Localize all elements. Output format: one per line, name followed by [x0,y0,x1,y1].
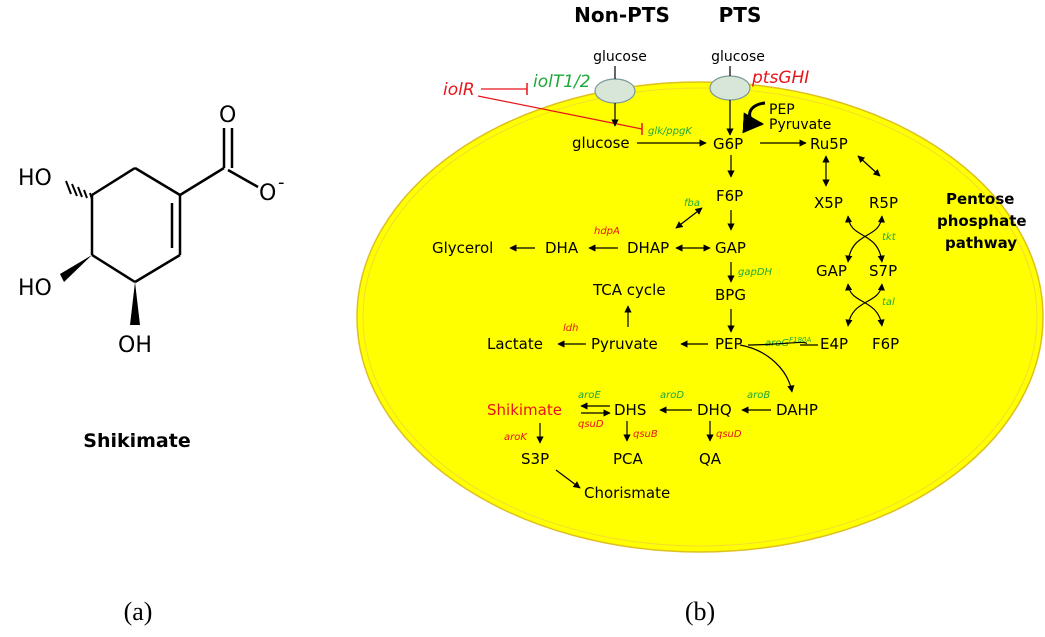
enz-tal: tal [882,297,895,308]
enz-aroD: aroD [660,390,684,401]
pts-pep: PEP [769,102,795,118]
met-gap2: GAP [816,262,847,280]
ptsGHI-label: ptsGHI [751,68,809,88]
cell-body [356,81,1044,553]
glucose-outside-1: glucose [593,49,647,65]
cell-inner-rim [362,87,1038,547]
met-bpg: BPG [715,286,746,304]
enz-fba: fba [684,198,700,209]
met-shikimate: Shikimate [487,401,562,419]
enz-tkt: tkt [882,232,897,243]
met-dhq: DHQ [697,401,732,419]
iolT-label: iolT1/2 [533,72,591,92]
shikimate-structure: HO HO OH O O - [18,103,285,358]
ho-label-left: HO [18,276,52,301]
enz-qsuD-1: qsuD [578,419,604,430]
met-ru5p: Ru5P [810,135,848,153]
ho-label-top: HO [18,166,52,191]
enz-aroG-mutation: F180A [789,336,811,344]
enz-hdpA: hdpA [594,226,620,237]
molecule-name: Shikimate [83,430,190,452]
met-tca: TCA cycle [592,281,666,299]
enz-aroB: aroB [747,390,770,401]
met-lactate: Lactate [487,335,543,353]
iolR-label: iolR [443,80,475,100]
met-e4p: E4P [820,335,848,353]
glucose-outside-2: glucose [711,49,765,65]
met-chorismate: Chorismate [584,484,670,502]
met-pca: PCA [613,450,644,468]
met-s7p: S7P [869,262,897,280]
glucose-inside: glucose [572,134,630,152]
met-r5p: R5P [869,194,898,212]
pathway-label-3: pathway [945,234,1017,252]
met-dha: DHA [545,239,579,257]
enz-aroK: aroK [504,432,528,443]
oh-label-bottom: OH [118,333,152,358]
caption-a: (a) [124,597,153,626]
enz-qsuD-2: qsuD [716,429,742,440]
charge-label: - [278,172,285,193]
pathway-label-2: phosphate [937,212,1027,230]
enz-glk: glk/ppgK [648,126,693,137]
transporter-ioltt [594,78,636,104]
met-s3p: S3P [521,450,549,468]
met-f6p2: F6P [872,335,899,353]
met-glycerol: Glycerol [432,239,493,257]
carbonyl-o-label: O [219,103,236,128]
met-gap: GAP [715,239,746,257]
met-dhap: DHAP [627,239,669,257]
met-g6p: G6P [713,135,743,153]
header-pts: PTS [719,3,762,27]
met-pep: PEP [715,335,743,353]
met-x5p: X5P [814,194,843,212]
carboxylate-o-label: O [259,181,276,206]
pts-pyruvate: Pyruvate [769,117,831,133]
enz-qsuB: qsuB [633,429,658,440]
met-dhs: DHS [614,401,646,419]
enz-gapDH: gapDH [738,267,773,278]
met-pyruvate: Pyruvate [591,335,658,353]
met-qa: QA [699,450,722,468]
enz-aroE: aroE [578,390,601,401]
met-f6p: F6P [716,187,743,205]
transporter-pts [709,75,751,101]
header-non-pts: Non-PTS [574,3,670,27]
enz-ldh: ldh [563,323,578,334]
met-dahp: DAHP [776,401,818,419]
pathway-label-1: Pentose [946,190,1014,208]
caption-b: (b) [685,597,715,626]
